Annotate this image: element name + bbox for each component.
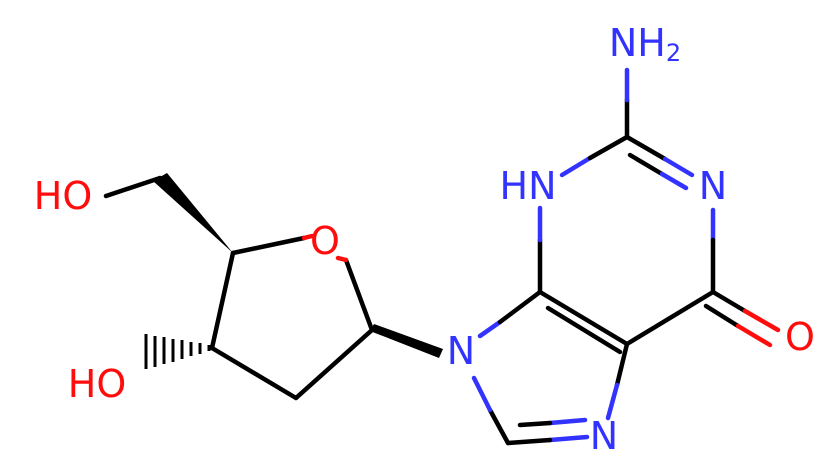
bond-c4-c5 bbox=[537, 289, 630, 347]
bond-c5-n7 bbox=[614, 341, 630, 388]
bond-c2-c3 bbox=[209, 345, 299, 401]
atom-n1: N bbox=[699, 164, 727, 208]
bond-n9-c4 bbox=[497, 289, 543, 325]
bond-n7-c8-double bbox=[517, 420, 553, 428]
wedge-c4-c5 bbox=[153, 173, 233, 253]
hash-c3-oh bbox=[144, 334, 211, 369]
bond-c2-n1 bbox=[624, 134, 668, 162]
bond-c2-n1-n bbox=[662, 156, 695, 178]
bond-n7-c8 bbox=[505, 437, 553, 446]
sugar-bonds bbox=[103, 175, 375, 401]
bond-c8-n9-n bbox=[471, 375, 493, 413]
bond-n3-c2 bbox=[587, 134, 630, 161]
wedge-c1-n9 bbox=[370, 324, 443, 358]
bond-c6-c5 bbox=[624, 289, 716, 347]
atom-n9: N bbox=[447, 329, 475, 373]
atom-o-carbonyl: O bbox=[785, 315, 815, 359]
bond-c6-o-double-red bbox=[735, 323, 773, 348]
bond-o-c1-red bbox=[335, 255, 349, 263]
purine-bonds bbox=[471, 67, 781, 446]
atom-nh2-main: NH bbox=[609, 21, 666, 65]
bond-n7-c8-n bbox=[547, 434, 590, 443]
atom-nh2-subscript: 2 bbox=[666, 39, 681, 67]
bond-n9-c4-n bbox=[477, 319, 503, 339]
bond-c4-o bbox=[230, 235, 307, 256]
bond-c2-n1-double bbox=[627, 152, 665, 177]
atom-o-ring: O bbox=[310, 219, 340, 263]
atom-ho-bottom: HO bbox=[68, 362, 126, 406]
atom-n3h: HN bbox=[500, 164, 557, 208]
atom-ho-top: HO bbox=[34, 174, 92, 218]
bond-c5-n7-n bbox=[605, 382, 620, 421]
bond-c3-c4 bbox=[209, 250, 236, 351]
atom-nh2: NH2 bbox=[609, 21, 681, 67]
atom-n7: N bbox=[590, 414, 618, 458]
bond-c4-c5-double bbox=[545, 305, 623, 355]
bond-c8-n9 bbox=[487, 407, 511, 446]
bond-c6-o-red bbox=[742, 308, 781, 333]
bond-c6-o bbox=[710, 289, 748, 314]
bond-c2-n1-double-n bbox=[659, 171, 689, 191]
bond-c4-o-red bbox=[301, 233, 315, 241]
bond-c6-o-double bbox=[703, 303, 741, 329]
bond-n7-c8-double-n bbox=[547, 417, 588, 426]
bond-c5-oh bbox=[103, 175, 163, 199]
bond-o-c1 bbox=[343, 257, 375, 333]
bond-n3-c2-n bbox=[559, 155, 593, 178]
bond-c1-c2 bbox=[293, 327, 375, 401]
